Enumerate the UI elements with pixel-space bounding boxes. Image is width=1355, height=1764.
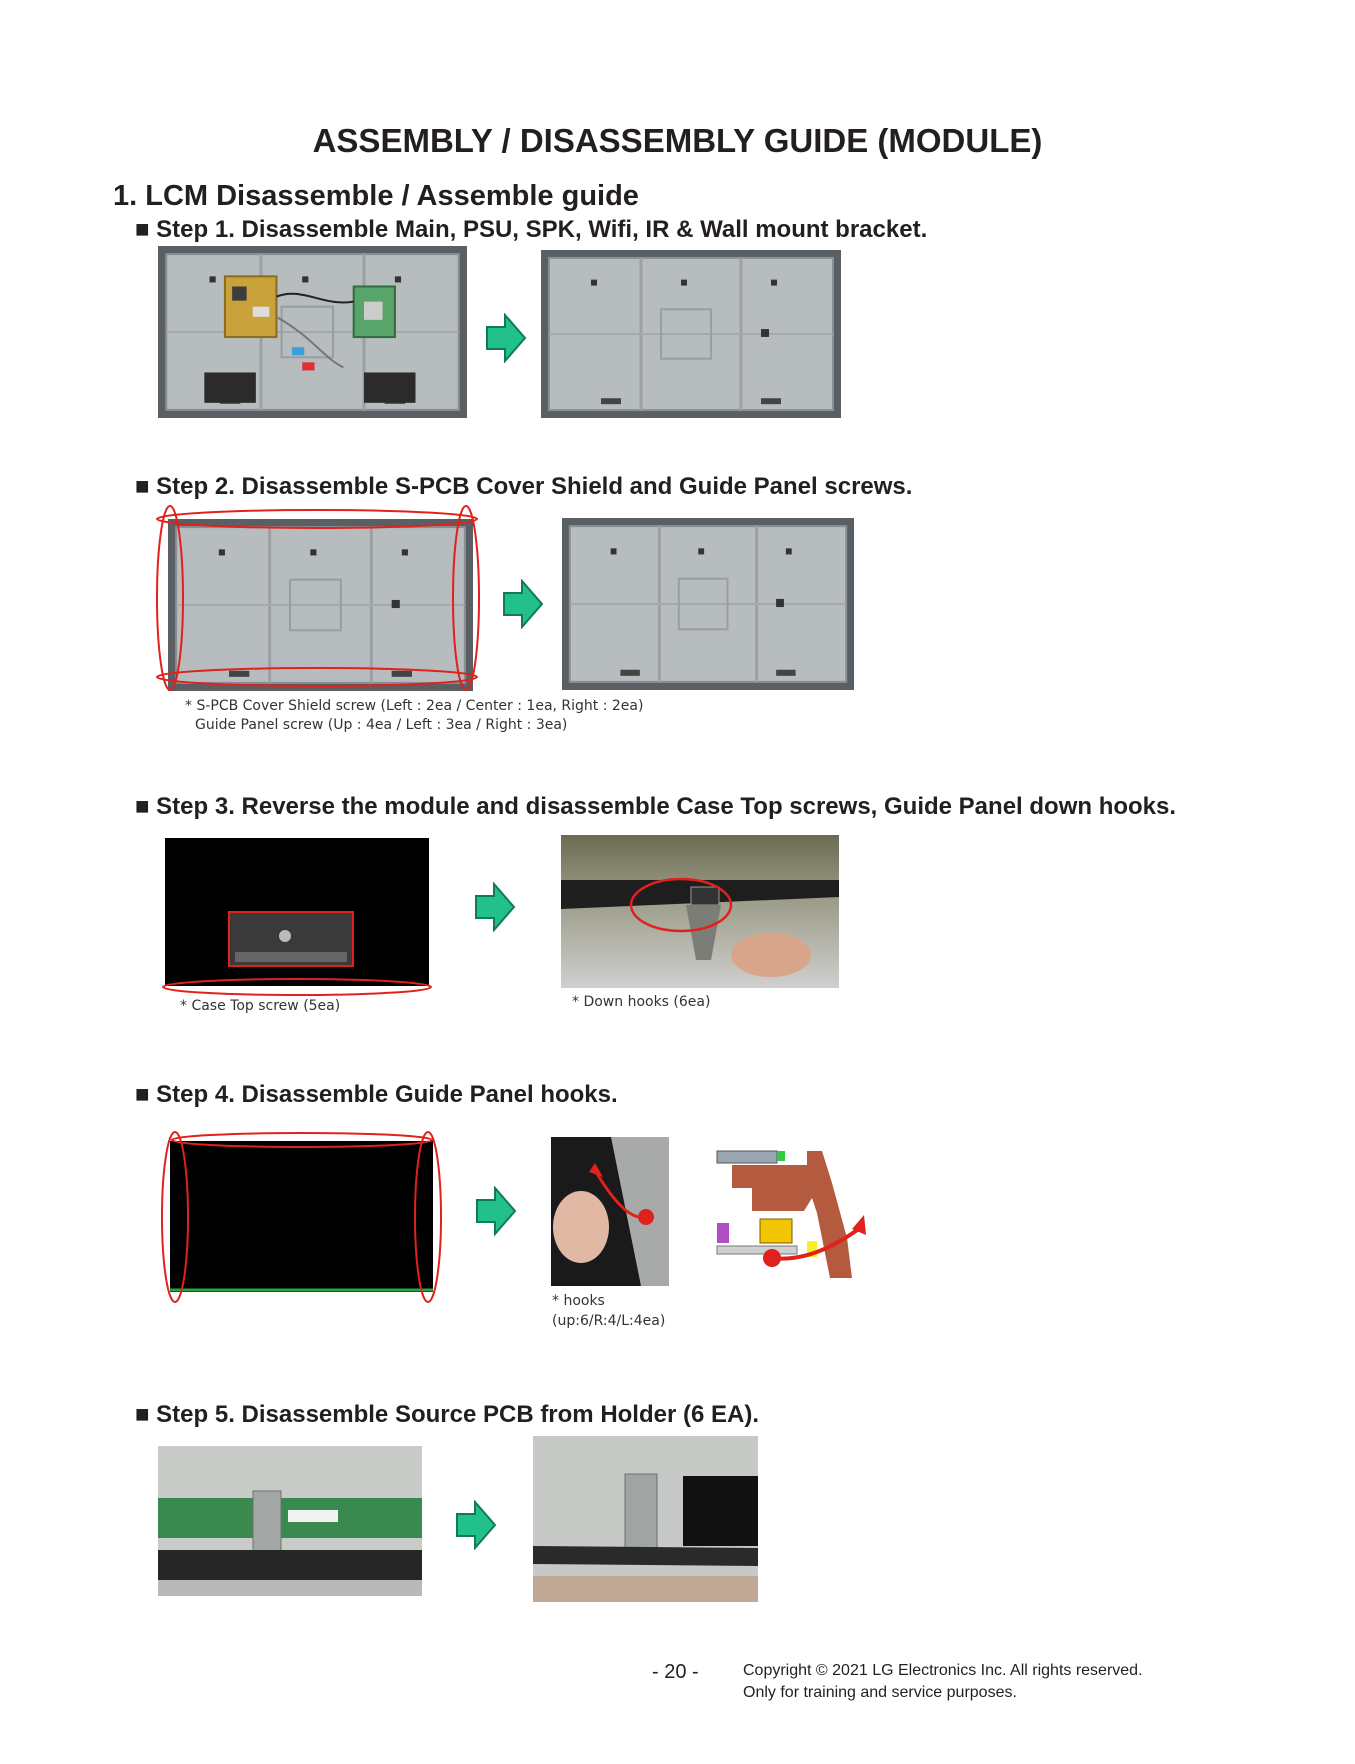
step-4-highlight-overlay xyxy=(161,1131,442,1303)
page-title: ASSEMBLY / DISASSEMBLY GUIDE (MODULE) xyxy=(312,122,1043,159)
arrow-right-icon xyxy=(455,1500,497,1550)
step-4-heading: ■ Step 4. Disassemble Guide Panel hooks. xyxy=(135,1081,618,1108)
step-2-highlight-overlay xyxy=(156,505,480,691)
step-3-heading: ■ Step 3. Reverse the module and disasse… xyxy=(135,793,1177,820)
step-5-heading: ■ Step 5. Disassemble Source PCB from Ho… xyxy=(135,1401,759,1428)
step-5-before-photo xyxy=(158,1446,422,1596)
step-3-after-photo xyxy=(561,835,839,988)
step-2-after-photo xyxy=(562,518,854,690)
step-3-highlight-ellipse xyxy=(162,978,432,996)
copyright-block: Copyright © 2021 LG Electronics Inc. All… xyxy=(743,1660,1143,1704)
arrow-right-icon xyxy=(475,1186,517,1236)
step-2-note-line-1: * S-PCB Cover Shield screw (Left : 2ea /… xyxy=(185,698,644,714)
step-4-hook-diagram xyxy=(712,1143,872,1283)
section-heading: 1. LCM Disassemble / Assemble guide xyxy=(113,180,639,212)
step-3-before-photo xyxy=(165,838,429,986)
step-4-note-hook-counts: (up:6/R:4/L:4ea) xyxy=(552,1313,666,1329)
step-1-heading: ■ Step 1. Disassemble Main, PSU, SPK, Wi… xyxy=(135,216,928,243)
page-number: - 20 - xyxy=(652,1661,699,1683)
training-line: Only for training and service purposes. xyxy=(743,1684,1017,1701)
step-2-heading: ■ Step 2. Disassemble S-PCB Cover Shield… xyxy=(135,473,913,500)
arrow-right-icon xyxy=(474,882,516,932)
step-1-after-photo xyxy=(541,250,841,418)
step-4-before-photo xyxy=(170,1141,433,1292)
copyright-line: Copyright © 2021 LG Electronics Inc. All… xyxy=(743,1662,1143,1679)
arrow-right-icon xyxy=(502,579,544,629)
step-1-before-photo xyxy=(158,246,467,418)
step-5-after-photo xyxy=(533,1436,758,1602)
step-4-hook-photo xyxy=(551,1137,669,1286)
step-2-note-line-2: Guide Panel screw (Up : 4ea / Left : 3ea… xyxy=(195,717,568,733)
arrow-right-icon xyxy=(485,313,527,363)
step-4-note-hooks: * hooks xyxy=(552,1293,605,1309)
step-3-note-case-top: * Case Top screw (5ea) xyxy=(180,998,341,1014)
step-3-note-down-hooks: * Down hooks (6ea) xyxy=(572,994,711,1010)
